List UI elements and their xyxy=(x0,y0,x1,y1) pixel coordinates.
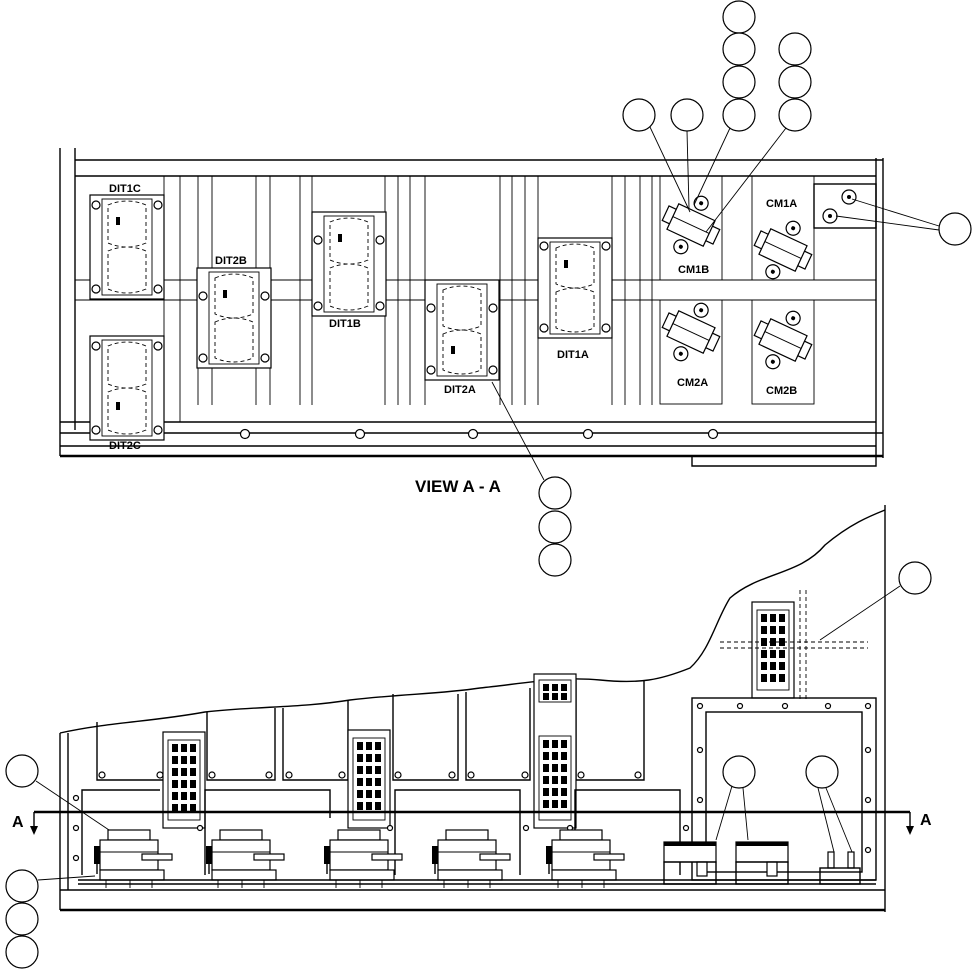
label-cm2b: CM2B xyxy=(766,385,797,397)
base-rails xyxy=(59,733,885,912)
callout-balloon xyxy=(5,869,39,969)
dit2c-transformer xyxy=(89,335,165,441)
view-label: VIEW A - A xyxy=(415,477,501,496)
label-dit2a: DIT2A xyxy=(444,384,476,396)
label-cm1b: CM1B xyxy=(678,264,709,276)
callout-balloon xyxy=(5,754,39,788)
dit2b-transformer xyxy=(196,267,272,369)
label-dit1a: DIT1A xyxy=(557,349,589,361)
callout-balloon xyxy=(538,476,572,577)
transformer-side xyxy=(94,829,173,888)
dit1c-transformer xyxy=(89,194,165,300)
callout-balloon xyxy=(938,212,972,246)
label-dit1c: DIT1C xyxy=(109,183,141,195)
callout-balloon xyxy=(898,561,932,595)
callout-balloon xyxy=(670,98,704,132)
transformer-side xyxy=(324,829,403,888)
callout-balloon xyxy=(722,755,756,789)
section-mark-right: A xyxy=(920,812,932,829)
transformer-side xyxy=(546,829,625,888)
section-mark-left: A xyxy=(12,814,24,831)
current-monitor-side xyxy=(663,841,861,885)
wire-bundle xyxy=(720,590,868,700)
terminal-block xyxy=(751,601,795,699)
terminal-studs xyxy=(822,189,857,224)
callout-balloon xyxy=(805,755,839,789)
section-cut-line: A A xyxy=(12,810,932,835)
label-dit1b: DIT1B xyxy=(329,318,361,330)
view-a-a: DIT1C DIT2C DIT2B DIT1B DIT2A DIT1A CM1B… xyxy=(59,148,884,496)
rail-screws xyxy=(239,428,719,440)
cm2a-device xyxy=(661,302,721,362)
dit1a-transformer xyxy=(537,237,613,339)
cm1a-device xyxy=(753,220,813,280)
callouts xyxy=(5,0,972,969)
label-cm2a: CM2A xyxy=(677,377,708,389)
label-cm1a: CM1A xyxy=(766,198,797,210)
elevation-view: A A xyxy=(12,505,932,912)
cm2b-device xyxy=(753,310,813,370)
callout-balloon xyxy=(622,98,656,132)
dit1b-transformer xyxy=(311,211,387,317)
callout-balloon xyxy=(722,0,756,132)
callout-balloon xyxy=(778,32,812,132)
transformer-side xyxy=(432,829,511,888)
transformer-side xyxy=(206,829,285,888)
cm1b-device xyxy=(661,195,721,255)
label-dit2b: DIT2B xyxy=(215,255,247,267)
dit2a-transformer xyxy=(424,279,500,381)
terminal-block xyxy=(533,673,577,829)
component-labels: DIT1C DIT2C DIT2B DIT1B DIT2A DIT1A CM1B… xyxy=(109,183,797,452)
label-dit2c: DIT2C xyxy=(109,440,141,452)
leader-lines xyxy=(35,126,940,881)
terminal-block xyxy=(162,731,206,829)
